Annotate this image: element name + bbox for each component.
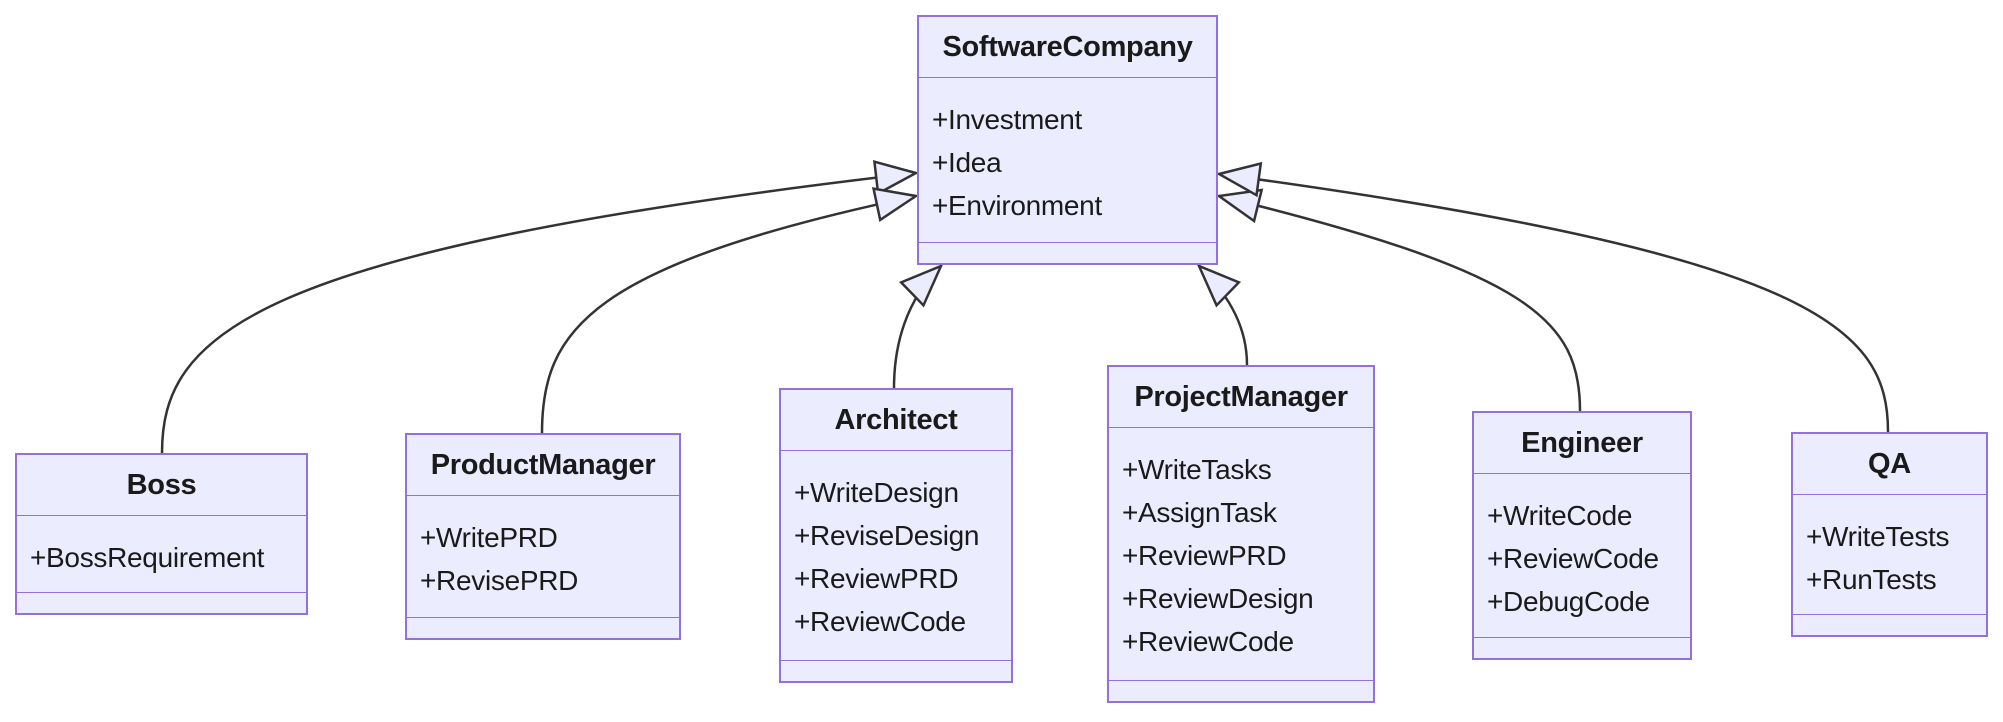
- class-attribute: +ReviewCode: [794, 606, 966, 637]
- class-methods-section-empty: [17, 592, 306, 613]
- class-attribute: +RunTests: [1806, 564, 1937, 595]
- edge-architect-to-softwarecompany: [892, 266, 941, 389]
- edge-engineer-to-softwarecompany: [1219, 196, 1582, 412]
- class-attribute: +ReviewCode: [1487, 543, 1659, 574]
- class-name-label: QA: [1793, 434, 1986, 495]
- class-attribute: +ReviewPRD: [1122, 540, 1287, 571]
- class-name-label: Engineer: [1474, 413, 1690, 474]
- class-methods-section-empty: [1793, 614, 1986, 635]
- class-attribute: +ReviseDesign: [794, 520, 980, 551]
- class-attributes-section: +WritePRD +RevisePRD: [407, 496, 679, 617]
- class-node-engineer: Engineer +WriteCode +ReviewCode +DebugCode: [1472, 411, 1692, 660]
- class-methods-section-empty: [1109, 680, 1373, 701]
- class-attribute: +WriteDesign: [794, 477, 959, 508]
- class-node-architect: Architect +WriteDesign +ReviseDesign +Revie…: [779, 388, 1013, 683]
- class-attribute: +WriteTests: [1806, 521, 1950, 552]
- class-attribute: +BossRequirement: [30, 542, 265, 573]
- class-attributes-section: +Investment +Idea +Environment: [919, 78, 1216, 242]
- class-attribute: +Investment: [932, 104, 1083, 135]
- class-attribute: +ReviewPRD: [794, 563, 959, 594]
- edge-projectmanager-to-softwarecompany: [1199, 266, 1249, 366]
- edge-productmanager-to-softwarecompany: [540, 196, 916, 434]
- class-name-label: ProductManager: [407, 435, 679, 496]
- class-methods-section-empty: [919, 242, 1216, 263]
- class-attribute: +WritePRD: [420, 522, 558, 553]
- class-name-label: SoftwareCompany: [919, 17, 1216, 78]
- class-attribute: +ReviewDesign: [1122, 583, 1314, 614]
- class-attribute: +ReviewCode: [1122, 626, 1294, 657]
- class-attribute: +Idea: [932, 147, 1002, 178]
- class-node-projectmanager: ProjectManager +WriteTasks +AssignTask +Rev…: [1107, 365, 1375, 703]
- class-attributes-section: +BossRequirement: [17, 516, 306, 592]
- class-node-productmanager: ProductManager +WritePRD +RevisePRD: [405, 433, 681, 640]
- class-attributes-section: +WriteCode +ReviewCode +DebugCode: [1474, 474, 1690, 637]
- class-methods-section-empty: [781, 660, 1011, 681]
- class-attributes-section: +WriteDesign +ReviseDesign +ReviewPRD +Revi…: [781, 451, 1011, 660]
- class-attribute: +Environment: [932, 190, 1102, 221]
- class-attribute: +DebugCode: [1487, 586, 1650, 617]
- class-node-softwarecompany: SoftwareCompany +Investment +Idea +Environm…: [917, 15, 1218, 265]
- edge-boss-to-softwarecompany: [160, 173, 916, 454]
- class-attribute: +WriteTasks: [1122, 454, 1272, 485]
- class-node-boss: Boss +BossRequirement: [15, 453, 308, 615]
- edge-qa-to-softwarecompany: [1219, 174, 1890, 433]
- class-attributes-section: +WriteTests +RunTests: [1793, 495, 1986, 614]
- class-attributes-section: +WriteTasks +AssignTask +ReviewPRD +ReviewD…: [1109, 428, 1373, 680]
- class-name-label: Architect: [781, 390, 1011, 451]
- class-attribute: +RevisePRD: [420, 565, 579, 596]
- class-name-label: Boss: [17, 455, 306, 516]
- class-node-qa: QA +WriteTests +RunTests: [1791, 432, 1988, 637]
- class-methods-section-empty: [1474, 637, 1690, 658]
- class-attribute: +WriteCode: [1487, 500, 1633, 531]
- class-methods-section-empty: [407, 617, 679, 638]
- class-name-label: ProjectManager: [1109, 367, 1373, 428]
- class-attribute: +AssignTask: [1122, 497, 1277, 528]
